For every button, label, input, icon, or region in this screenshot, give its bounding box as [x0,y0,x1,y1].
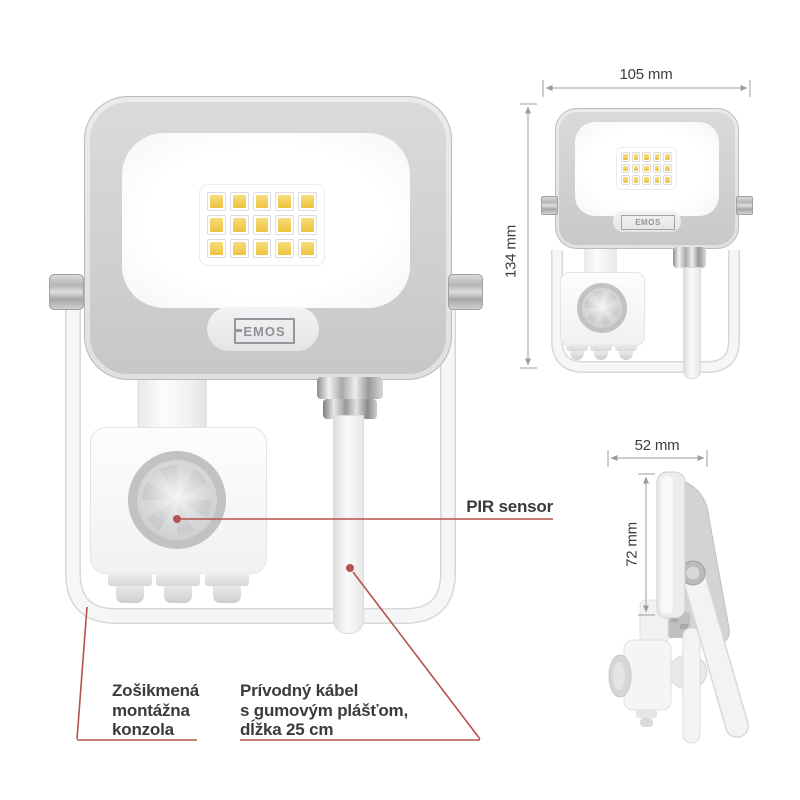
small-cable-gland [673,247,706,268]
side-gland-tip [640,718,653,727]
power-cable-label: Prívodný kábel s gumovým plášťom, dĺžka … [240,681,408,739]
led-chip [652,163,662,174]
side-pir-dome-highlight [613,662,625,690]
dim-label-72mm: 72 mm [623,522,641,567]
led-chip [275,215,295,235]
small-pir-dome-lens [584,290,620,326]
small-pir-dome [577,283,627,333]
led-chip [642,163,651,174]
pir-sensor-label: PIR sensor [466,497,553,516]
led-chip [298,192,317,212]
gland-3 [205,571,249,586]
gland-3-tip [213,586,241,603]
mounting-bracket-label: Zošikmená montážna konzola [112,681,200,739]
led-chip [298,238,317,258]
led-chip [252,215,272,235]
small-sensor-neck [584,247,617,274]
led-chip [652,175,662,185]
led-chip [631,163,641,174]
sensor-neck [137,378,207,430]
led-chip [275,192,295,212]
side-pivot-bolt-center [686,566,700,580]
small-gland-1-tip [570,351,584,360]
emos-logo: EMOS [234,318,295,344]
small-gland-1 [566,343,588,351]
led-panel [200,185,324,265]
led-chip [663,152,672,162]
small-right-bolt [736,196,753,215]
led-chip [275,238,295,258]
small-led-panel [617,148,676,189]
side-gland [636,710,657,718]
small-logo-plate: EMOS [613,211,681,232]
small-power-cable [683,267,701,379]
led-chip [207,238,226,258]
led-chip [642,175,651,185]
led-chip [663,175,672,185]
left-mounting-bolt [49,274,84,310]
side-power-cable [682,627,701,744]
small-gland-2-tip [594,351,608,360]
small-gland-3-tip [619,351,633,360]
small-gland-3 [615,343,637,351]
dim-label-134mm: 134 mm [502,225,520,278]
cable-gland [317,377,383,399]
floodlight-head: EMOS [84,96,452,380]
led-chip [252,238,272,258]
led-chip [207,192,226,212]
emos-logo-text: EMOS [243,323,286,339]
logo-plate: EMOS [207,307,319,351]
led-chip [631,175,641,185]
pir-dome-lens [142,465,212,535]
pir-sensor-dome [128,451,226,549]
side-terminal-detail-2 [680,624,688,629]
side-terminal-detail-1 [671,617,678,622]
small-floodlight-head: EMOS [555,108,739,249]
dim-label-105mm: 105 mm [619,66,673,83]
led-chip [229,215,249,235]
gland-1-tip [116,586,144,603]
small-emos-logo: EMOS [621,215,675,230]
right-mounting-bolt [448,274,483,310]
led-chip [621,163,630,174]
dim-label-52mm: 52 mm [634,437,680,454]
side-bracket-leg [683,566,748,737]
led-chip [663,163,672,174]
side-front-panel-highlight [661,476,673,614]
led-chip [652,152,662,162]
side-view-dimensioned [608,471,749,744]
led-chip [642,152,651,162]
small-left-bolt [541,196,558,215]
led-chip [229,238,249,258]
small-gland-2 [590,343,612,351]
led-chip [252,192,272,212]
led-chip [298,215,317,235]
led-chip [621,175,630,185]
led-chip [621,152,630,162]
pir-sensor-box [90,427,267,574]
small-pir-sensor-box [560,272,645,346]
cable-gland-nut [323,399,377,419]
led-chip [207,215,226,235]
gland-2-tip [164,586,192,603]
led-chip [631,152,641,162]
gland-1 [108,571,152,586]
gland-2 [156,571,200,586]
led-chip [229,192,249,212]
small-emos-logo-text: EMOS [635,218,661,227]
